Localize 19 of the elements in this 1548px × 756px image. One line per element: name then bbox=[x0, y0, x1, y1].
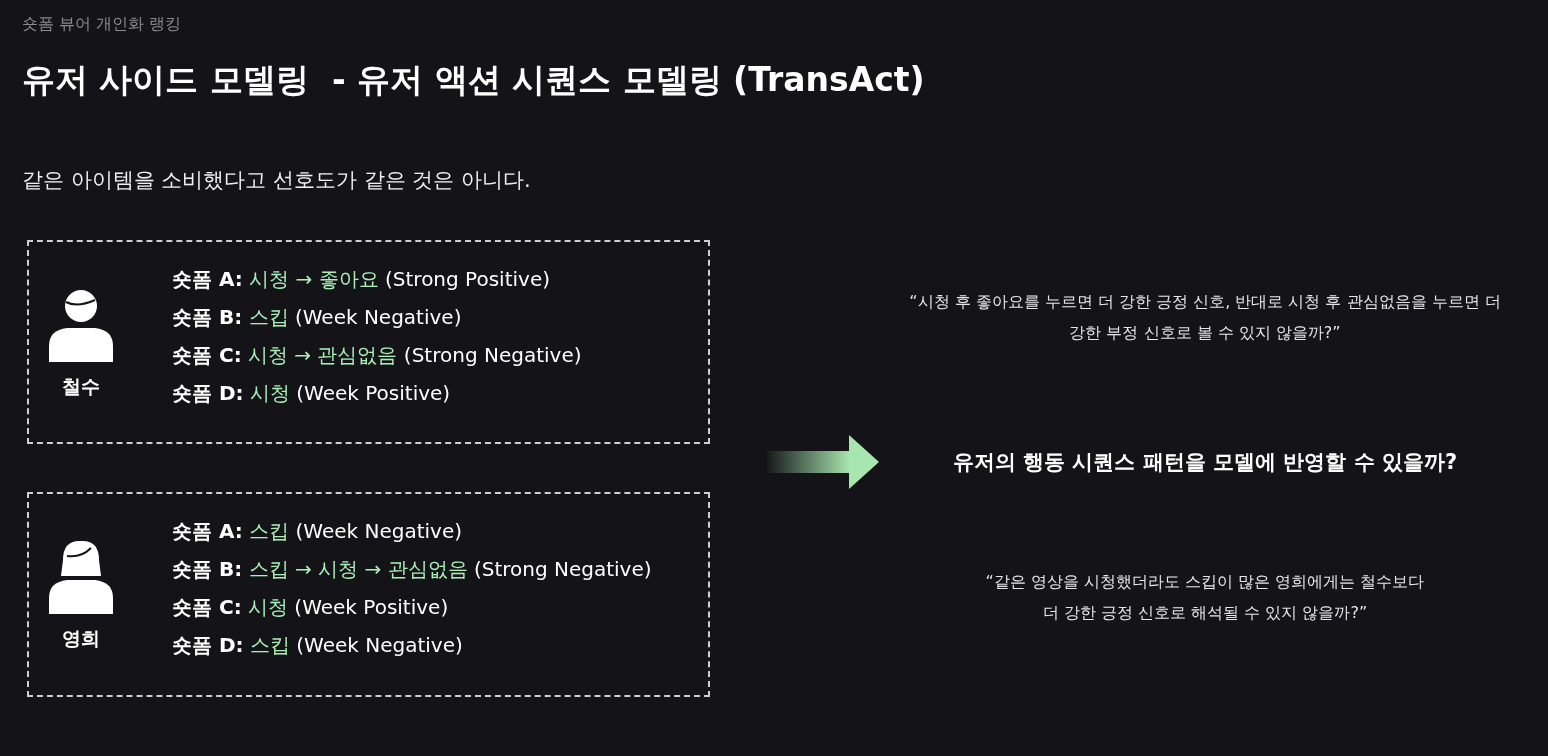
person-name: 영희 bbox=[61, 626, 101, 651]
slide-title: 유저 사이드 모델링 - 유저 액션 시퀀스 모델링 (TransAct) bbox=[22, 59, 925, 101]
dashed-card bbox=[27, 240, 710, 444]
person-name: 철수 bbox=[61, 374, 101, 399]
list-item: 숏폼 C: 시청 → 관심없음 (Strong Negative) bbox=[172, 342, 582, 369]
quote-text: “시청 후 좋아요를 누르면 더 강한 긍정 신호, 반대로 시청 후 관심없음을 누르면 더 강한 부정 신호로 볼 수 있지 않을까?” bbox=[908, 291, 1502, 344]
list-item: 숏폼 B: 스킵 (Week Negative) bbox=[172, 304, 462, 331]
subtitle-text: 같은 아이템을 소비했다고 선호도가 같은 것은 아니다. bbox=[22, 167, 531, 194]
list-item: 숏폼 D: 스킵 (Week Negative) bbox=[172, 632, 463, 659]
section-label: 숏폼 뷰어 개인화 랭킹 bbox=[22, 14, 182, 35]
list-item: 숏폼 B: 스킵 → 시청 → 관심없음 (Strong Negative) bbox=[172, 556, 652, 583]
quote-text: “같은 영상을 시청했더라도 스킵이 많은 영희에게는 철수보다 더 강한 긍정 신호로 해석될 수 있지 않을까?” bbox=[985, 571, 1425, 624]
list-item: 숏폼 C: 시청 (Week Positive) bbox=[172, 594, 449, 621]
question-text: 유저의 행동 시퀀스 패턴을 모델에 반영할 수 있을까? bbox=[880, 448, 1530, 476]
arrow bbox=[765, 435, 879, 489]
dashed-card bbox=[27, 492, 710, 697]
list-item: 숏폼 A: 스킵 (Week Negative) bbox=[172, 518, 463, 545]
list-item: 숏폼 D: 시청 (Week Positive) bbox=[172, 380, 451, 407]
list-item: 숏폼 A: 시청 → 좋아요 (Strong Positive) bbox=[172, 266, 550, 293]
